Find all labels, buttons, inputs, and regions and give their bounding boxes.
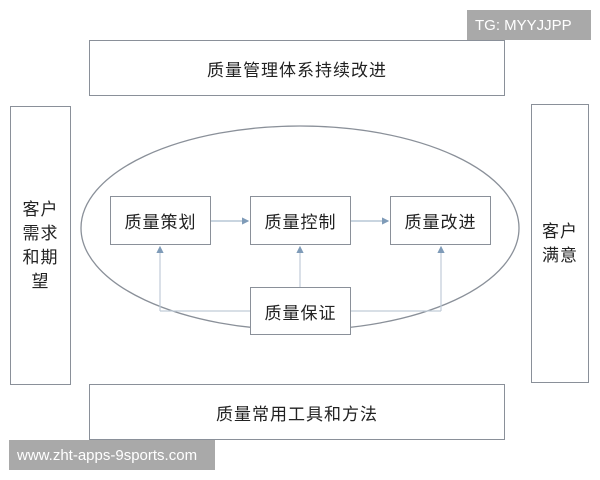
customer-needs-line: 望 xyxy=(31,271,50,292)
quality-planning-label: 质量策划 xyxy=(124,213,197,233)
customer-needs-line: 和期 xyxy=(22,247,59,268)
quality-control-label: 质量控制 xyxy=(264,213,337,233)
quality-improvement-label: 质量改进 xyxy=(404,213,477,233)
customer-needs-line: 客户 xyxy=(22,199,59,220)
continuous-improvement-label: 质量管理体系持续改进 xyxy=(207,60,387,81)
customer-satisfaction-line: 满意 xyxy=(542,245,578,266)
watermark-top: TG: MYYJJPP xyxy=(467,10,591,40)
quality-assurance-box: 质量保证 xyxy=(250,287,351,335)
customer-satisfaction-box: 客户 满意 xyxy=(531,104,589,383)
customer-needs-box: 客户 需求 和期 望 xyxy=(10,106,71,385)
customer-satisfaction-line: 客户 xyxy=(542,221,578,242)
quality-improvement-box: 质量改进 xyxy=(390,196,491,245)
quality-tools-box: 质量常用工具和方法 xyxy=(89,384,505,440)
quality-planning-box: 质量策划 xyxy=(110,196,211,245)
quality-control-box: 质量控制 xyxy=(250,196,351,245)
quality-assurance-label: 质量保证 xyxy=(264,303,337,324)
customer-needs-line: 需求 xyxy=(22,223,59,244)
quality-tools-label: 质量常用工具和方法 xyxy=(216,404,378,425)
watermark-bottom: www.zht-apps-9sports.com xyxy=(9,440,215,470)
watermark-top-text: TG: MYYJJPP xyxy=(475,16,572,34)
watermark-bottom-text: www.zht-apps-9sports.com xyxy=(17,446,198,464)
continuous-improvement-box: 质量管理体系持续改进 xyxy=(89,40,505,96)
